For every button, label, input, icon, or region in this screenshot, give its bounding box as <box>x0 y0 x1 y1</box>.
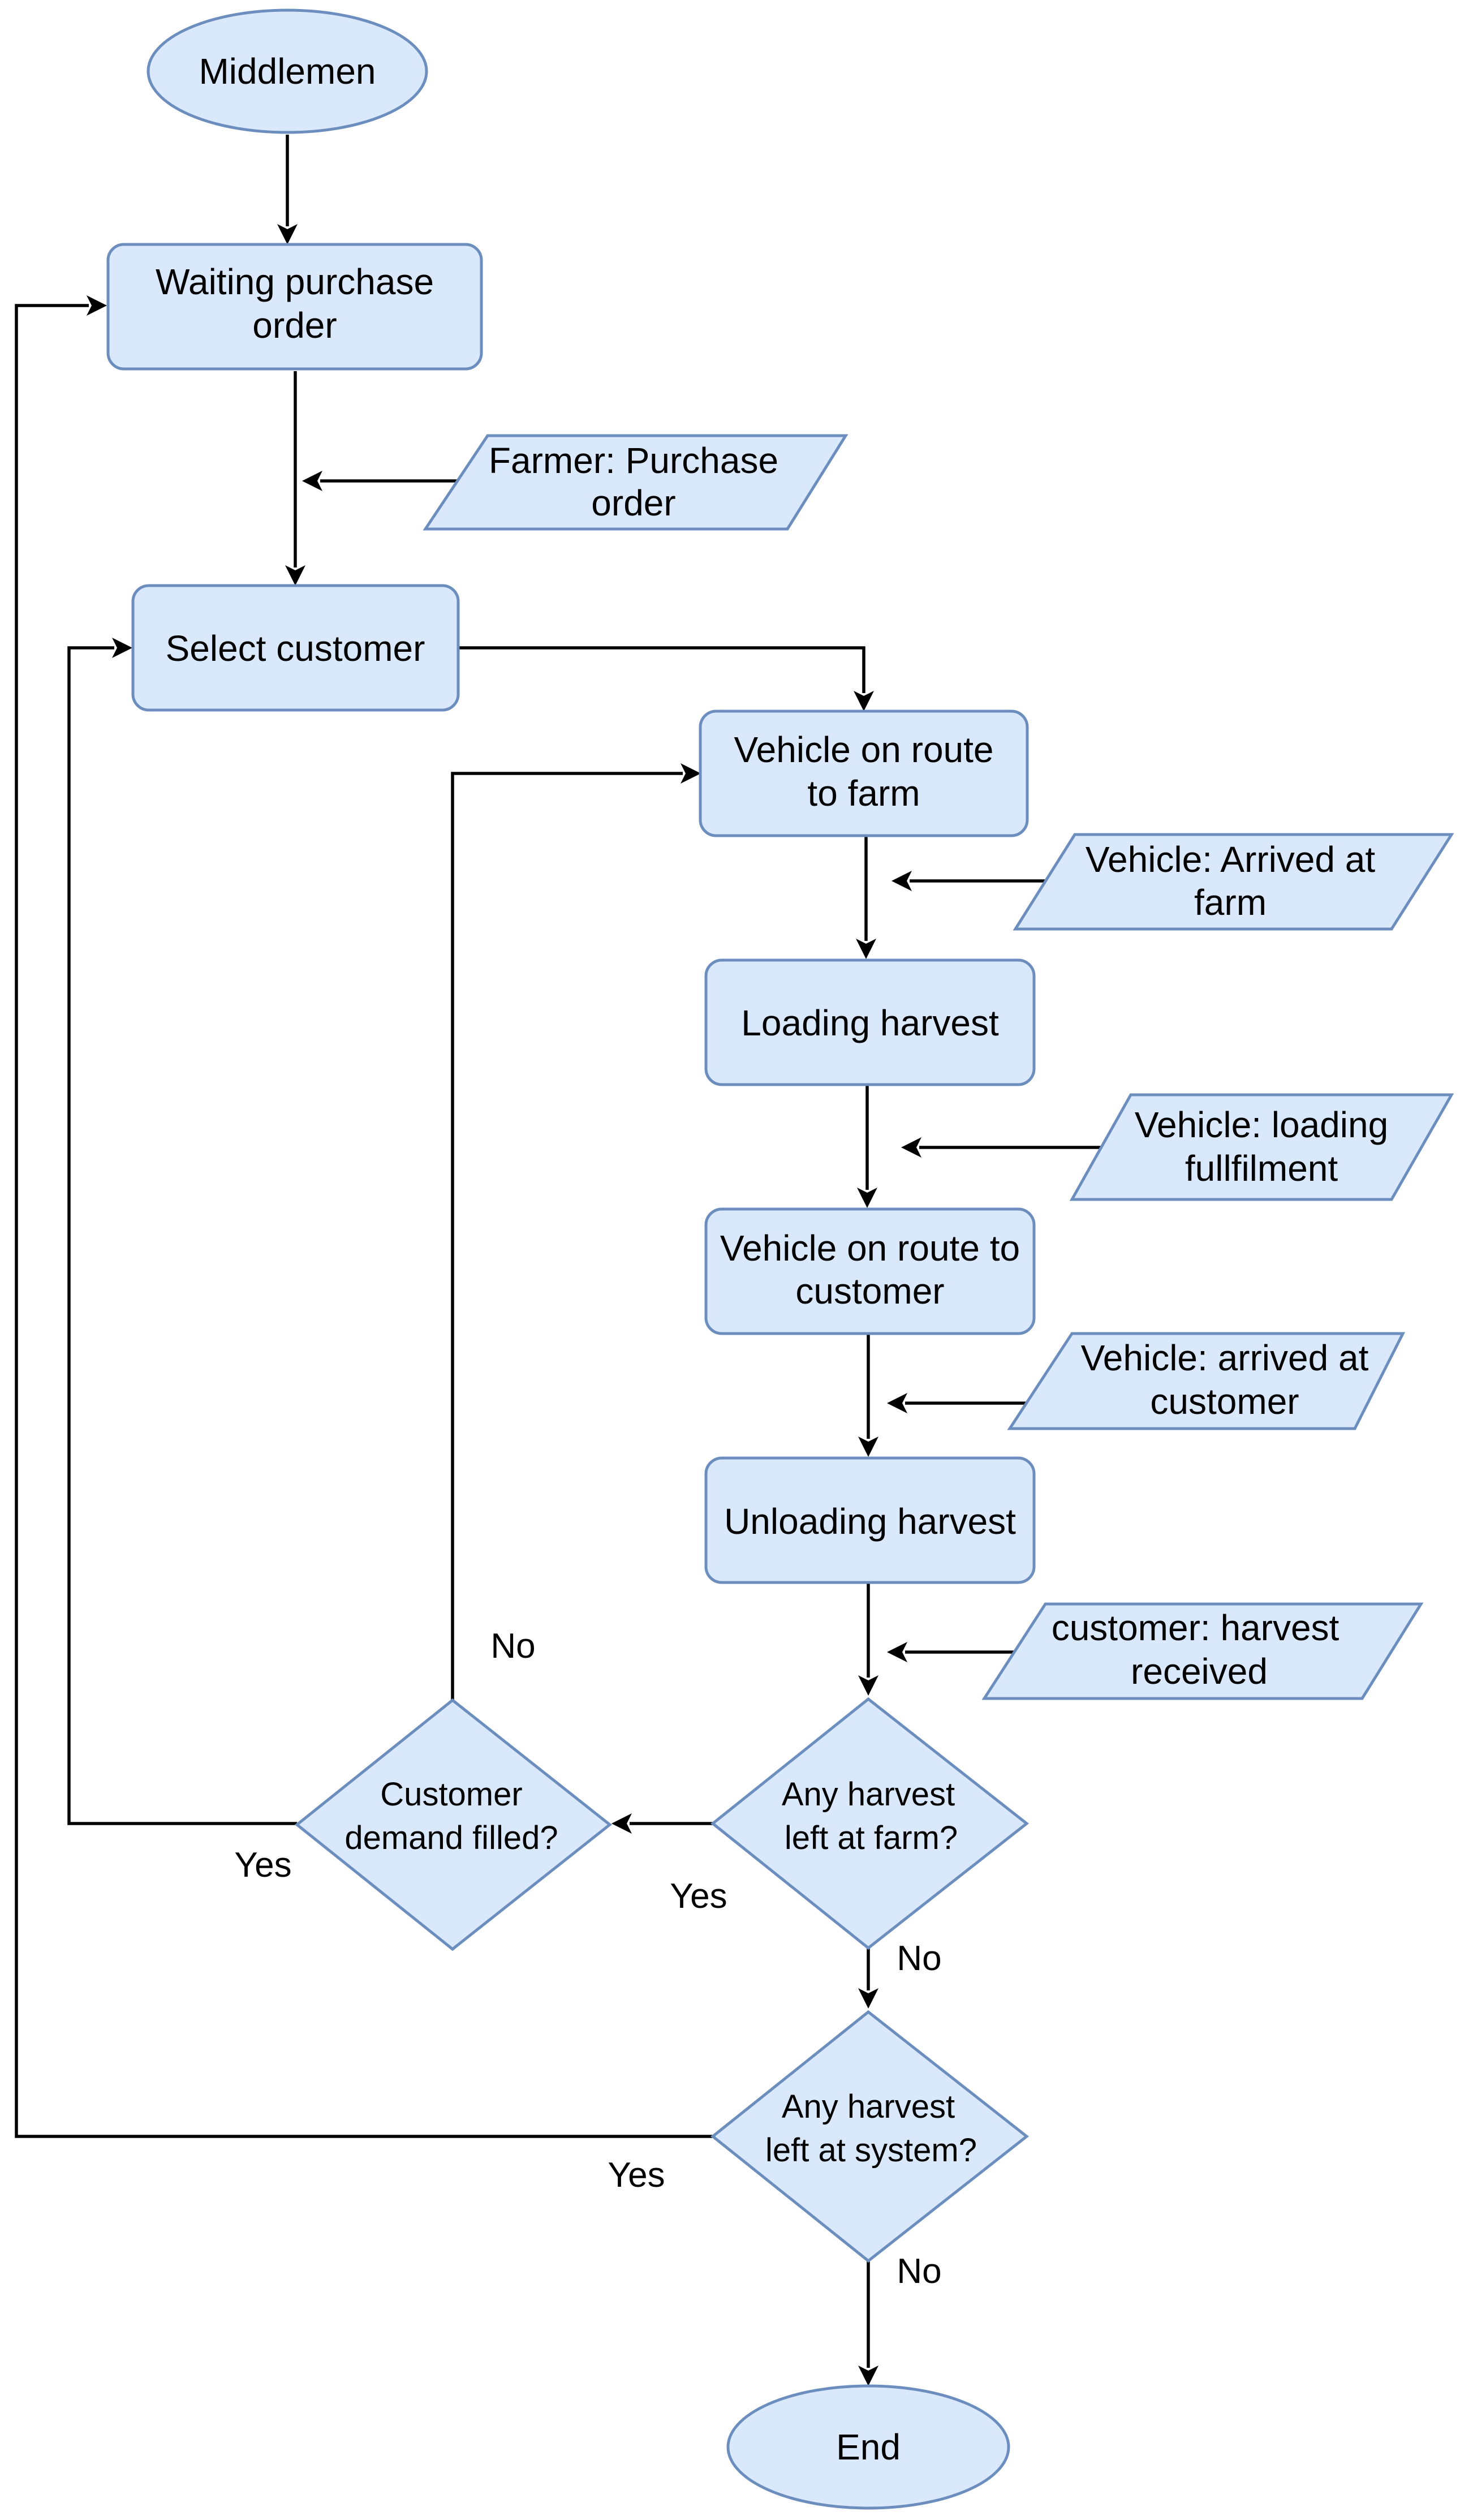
loading-harvest-process: Loading harvest <box>704 958 1036 1086</box>
process-label-line2: to farm <box>807 773 920 814</box>
arrowhead <box>87 295 107 316</box>
vehicle-loading-fullfilment-input: Vehicle: loading fullfilment <box>1069 1093 1454 1201</box>
input-label-line2: farm <box>1194 882 1267 923</box>
process-label: Select customer <box>166 628 425 669</box>
input-label-line2: fullfilment <box>1185 1148 1338 1189</box>
edge-system-yes <box>15 304 713 2138</box>
arrowhead <box>611 1813 632 1834</box>
decision-label-line2: left at farm? <box>785 1820 958 1856</box>
input-label-line1: Vehicle: loading <box>1135 1104 1388 1145</box>
arrowhead <box>277 224 298 244</box>
edge-select-to-route-farm <box>459 646 865 693</box>
start-label: Middlemen <box>199 51 376 92</box>
arrowhead <box>858 1437 878 1457</box>
vehicle-arrived-customer-input: Vehicle: arrived at customer <box>1007 1332 1406 1430</box>
edge-label-farm-yes: Yes <box>670 1877 727 1916</box>
farmer-purchase-order-input: Farmer: Purchase order <box>423 434 849 531</box>
input-label-line1: Farmer: Purchase <box>489 440 778 481</box>
process-label: Unloading harvest <box>724 1501 1016 1542</box>
waiting-purchase-order-process: Waiting purchase order <box>106 243 483 371</box>
edges <box>15 135 1103 2386</box>
edge-labels: No Yes Yes No Yes No <box>234 1627 941 2291</box>
start-node: Middlemen <box>147 8 428 134</box>
vehicle-route-customer-process: Vehicle on route to customer <box>704 1207 1036 1335</box>
process-label-line1: Vehicle on route to <box>720 1228 1020 1268</box>
end-label: End <box>836 2427 901 2467</box>
arrowhead <box>112 638 132 658</box>
input-label-line1: Vehicle: Arrived at <box>1086 839 1376 880</box>
edge-demand-no <box>451 772 683 1700</box>
input-label-line2: received <box>1131 1651 1268 1692</box>
edge-demand-yes <box>67 646 297 1825</box>
edge-label-demand-no: No <box>490 1627 535 1666</box>
customer-demand-filled-decision: Customer demand filled? <box>294 1698 613 1951</box>
decision-label-line2: left at system? <box>765 2132 977 2169</box>
arrowhead <box>857 1188 877 1208</box>
arrowhead <box>285 565 305 586</box>
process-label-line2: order <box>252 305 337 346</box>
arrowhead <box>891 871 912 891</box>
process-label-line2: customer <box>795 1271 944 1311</box>
edge-label-demand-yes: Yes <box>234 1846 291 1885</box>
arrowhead <box>302 471 322 491</box>
edge-label-farm-no: No <box>897 1939 941 1978</box>
arrowhead <box>856 939 876 959</box>
end-node: End <box>726 2384 1010 2510</box>
process-label-line1: Waiting purchase <box>156 261 434 302</box>
input-label-line2: customer <box>1150 1381 1299 1422</box>
decision-label-line1: Any harvest <box>782 2088 955 2125</box>
arrowhead <box>901 1137 921 1158</box>
harvest-left-farm-decision: Any harvest left at farm? <box>710 1697 1030 1950</box>
customer-harvest-received-input: customer: harvest received <box>981 1602 1424 1700</box>
decision-label-line2: demand filled? <box>344 1820 558 1856</box>
edge-label-system-yes: Yes <box>608 2156 665 2195</box>
input-label-line1: customer: harvest <box>1052 1607 1340 1648</box>
harvest-left-system-decision: Any harvest left at system? <box>710 2010 1030 2263</box>
process-label-line1: Vehicle on route <box>734 729 994 770</box>
arrowhead <box>681 763 701 784</box>
arrowhead <box>887 1393 907 1413</box>
process-label: Loading harvest <box>741 1003 999 1043</box>
arrowhead <box>858 1988 878 2009</box>
select-customer-process: Select customer <box>131 584 460 712</box>
arrowhead <box>854 691 874 711</box>
arrowhead <box>887 1642 907 1662</box>
edge-label-system-no: No <box>897 2252 941 2291</box>
arrowhead <box>858 1675 878 1696</box>
unloading-harvest-process: Unloading harvest <box>704 1456 1036 1584</box>
input-label-line1: Vehicle: arrived at <box>1081 1338 1369 1378</box>
nodes: Middlemen Waiting purchase order Farmer:… <box>106 8 1454 2510</box>
vehicle-arrived-farm-input: Vehicle: Arrived at farm <box>1013 833 1454 931</box>
decision-label-line1: Customer <box>380 1776 522 1813</box>
input-label-line2: order <box>591 483 675 523</box>
decision-label-line1: Any harvest <box>782 1776 955 1813</box>
arrowhead <box>858 2366 878 2386</box>
vehicle-route-farm-process: Vehicle on route to farm <box>699 709 1029 837</box>
